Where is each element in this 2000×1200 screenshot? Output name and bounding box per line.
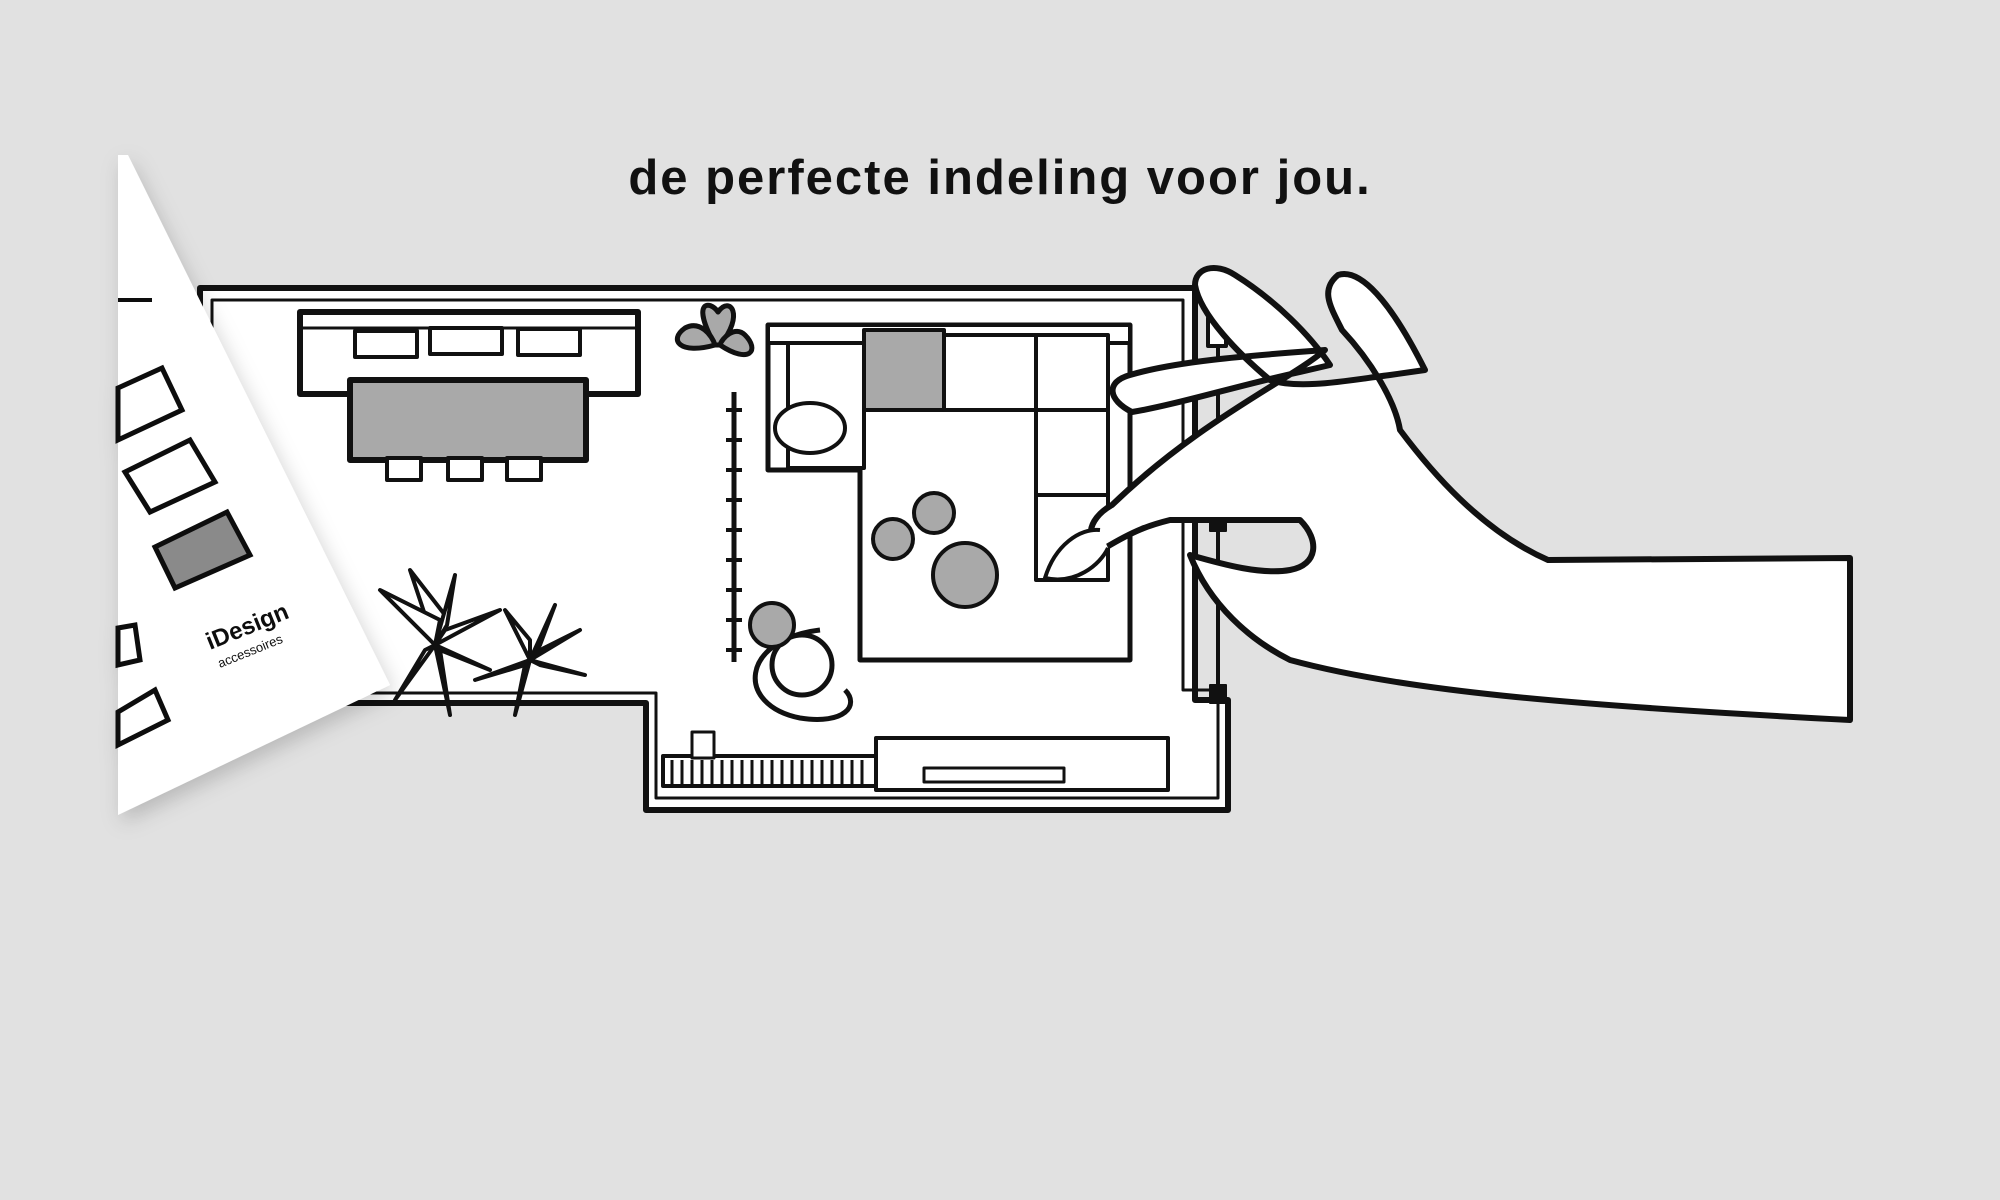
floor-plan [197, 285, 1231, 813]
sofa-seat [1034, 333, 1110, 412]
accessory-catalog: iDesign accessoires [115, 155, 390, 815]
coffee-table [931, 541, 999, 609]
potted-plant [674, 302, 755, 358]
dining-table [347, 377, 589, 463]
low-bench [922, 766, 1066, 784]
planter-bed [661, 754, 878, 788]
sofa-seat [942, 333, 1038, 412]
chair [385, 456, 423, 482]
cushion [428, 326, 504, 356]
bottom-area [661, 730, 1170, 792]
sleeping-cat [773, 401, 847, 455]
round-chair [748, 601, 853, 722]
hand [1043, 264, 1853, 723]
dining-set [297, 309, 641, 482]
sofa-seat-gray [862, 328, 946, 412]
stool [871, 517, 915, 561]
plant-large [378, 568, 502, 717]
stool [912, 491, 956, 535]
chair [446, 456, 484, 482]
chair [505, 456, 543, 482]
headline: de perfecte indeling voor jou. [628, 151, 1372, 205]
plant-medium [473, 603, 587, 717]
ladder [690, 730, 716, 760]
cushion [516, 327, 582, 357]
catalog-cushion-icons [115, 364, 254, 750]
sofa-seat [1034, 408, 1110, 497]
cushion [353, 329, 419, 359]
